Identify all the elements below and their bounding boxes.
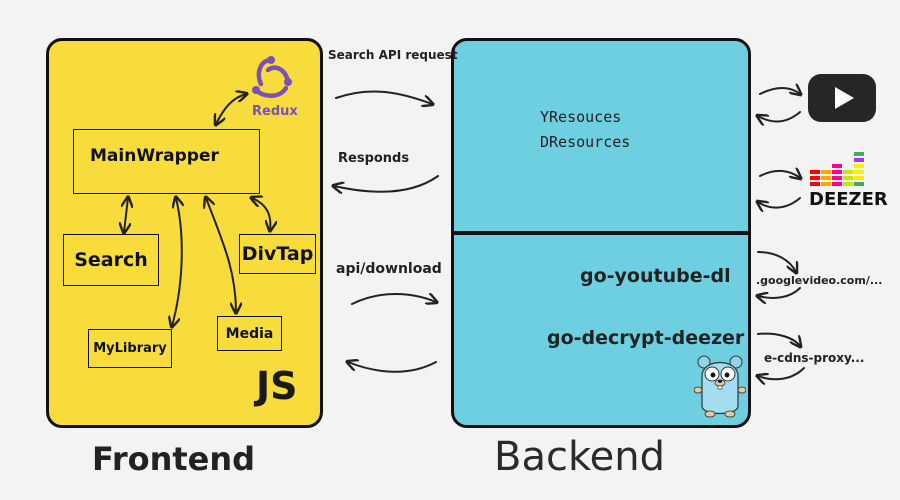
arrow-from-deezer [758,197,801,208]
arrow-to-googlevideo [757,251,796,272]
backend-caption: Backend [494,434,666,480]
arrow-to-youtube [759,88,800,94]
cdns-proxy-label: e-cdns-proxy... [764,351,865,365]
redux-logo-icon [252,56,292,98]
media-box: Media [217,316,282,351]
mainwrapper-box: MainWrapper [73,129,260,194]
backend-divider [454,231,748,235]
arrow-to-deezer [759,171,800,178]
responds-label: Responds [338,151,410,166]
search-box: Search [63,234,159,286]
mylibrary-label: MyLibrary [93,341,167,356]
deezer-logo-icon [810,152,864,186]
arrow-search-request [335,90,432,104]
go-gopher-icon [694,355,746,418]
arrow-main-mylibrary [172,198,182,326]
arrow-main-search [124,198,128,232]
arrow-main-divtap [252,198,270,230]
frontend-caption: Frontend [92,440,256,478]
redux-label: Redux [252,104,298,119]
arrow-redux-mainwrapper [216,94,246,124]
arrow-download-response [348,362,437,373]
divtap-label: DivTap [241,243,314,265]
go-youtube-dl-label: go-youtube-dl [580,265,731,287]
media-label: Media [225,325,274,342]
arrow-api-download [351,294,436,304]
go-decrypt-deezer-label: go-decrypt-deezer [547,327,745,349]
search-api-request-label: Search API request [328,48,458,62]
arrow-from-cdns [758,367,805,379]
deezer-label: DEEZER [809,189,888,210]
arrow-from-googlevideo [758,287,801,298]
googlevideo-label: .googlevideo.com/... [756,274,883,287]
arrow-responds [334,175,439,192]
api-download-label: api/download [336,261,442,277]
search-label: Search [74,249,148,271]
arrow-from-youtube [758,111,801,122]
js-label: JS [256,364,298,408]
mylibrary-box: MyLibrary [88,329,172,368]
arrow-to-cdns [757,332,800,346]
arrow-main-media [206,198,236,312]
youtube-logo-icon [808,74,876,122]
yresources-label: YResouces [540,108,622,126]
mainwrapper-label: MainWrapper [90,146,219,166]
dresources-label: DResources [540,133,631,151]
